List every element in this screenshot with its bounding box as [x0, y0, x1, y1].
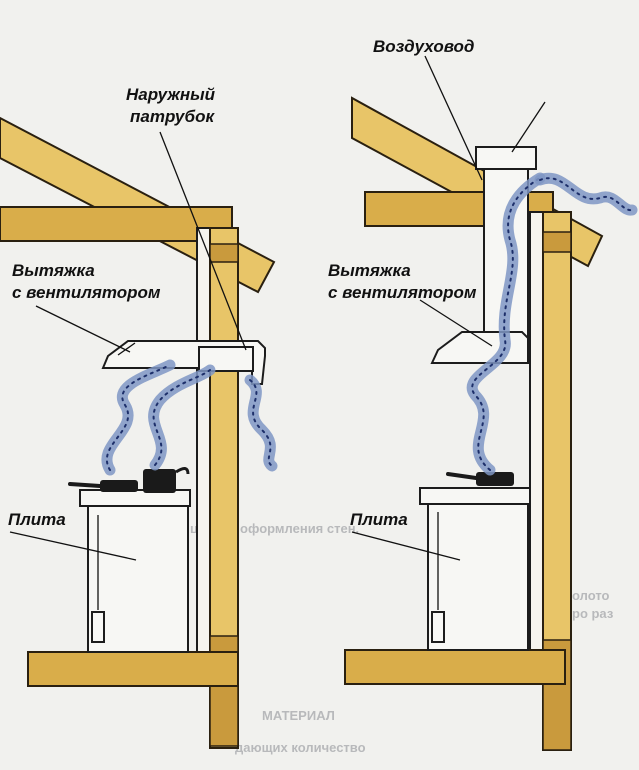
right-stove-leader [351, 531, 461, 561]
left-hood-label-line2: с вентилятором [12, 283, 161, 302]
left-pot [143, 469, 176, 493]
left-outlet-label-line1: Наружный [126, 85, 216, 104]
left-wall-face [196, 227, 212, 659]
right-pan [476, 472, 514, 486]
right-stove-top [419, 487, 531, 505]
left-outlet-leader [159, 131, 247, 351]
svg-text:олото: олото [572, 588, 610, 603]
left-ceiling-joist [0, 206, 233, 242]
right-duct-leader-2 [511, 101, 546, 153]
right-wall-face [529, 211, 545, 663]
right-stove-handle [431, 611, 445, 643]
right-diagram: Воздуховод Вытяжка с вентилятором Плита [328, 37, 638, 751]
right-hood-label-line2: с вентилятором [328, 283, 477, 302]
right-smoke [466, 172, 638, 476]
right-duct-cap [475, 146, 537, 170]
right-stove-label: Плита [350, 510, 408, 529]
left-smoke [101, 359, 278, 476]
right-duct-leader-1 [424, 55, 483, 181]
right-hood [430, 331, 529, 364]
left-stove-label: Плита [8, 510, 66, 529]
right-floor-beam [344, 649, 566, 685]
left-outlet-label-line2: патрубок [130, 107, 215, 126]
left-wall-insulation-top [209, 243, 239, 263]
left-floor-beam [27, 651, 239, 687]
svg-text:МАТЕРИАЛ: МАТЕРИАЛ [262, 708, 335, 723]
left-pan [100, 480, 138, 492]
left-stove-leader [9, 531, 137, 561]
svg-text:дающих количество: дающих количество [235, 740, 366, 755]
left-diagram: Наружный патрубок Вытяжка с вентилятором… [0, 85, 278, 749]
right-duct-label: Воздуховод [373, 37, 474, 56]
left-hood-leader [35, 305, 131, 353]
left-hood-label-line1: Вытяжка [12, 261, 95, 280]
svg-text:ро раз: ро раз [572, 606, 614, 621]
left-stove-handle [91, 611, 105, 643]
right-hood-leader [419, 299, 493, 347]
right-wall-insulation-top [542, 231, 572, 253]
right-hood-label-line1: Вытяжка [328, 261, 411, 280]
